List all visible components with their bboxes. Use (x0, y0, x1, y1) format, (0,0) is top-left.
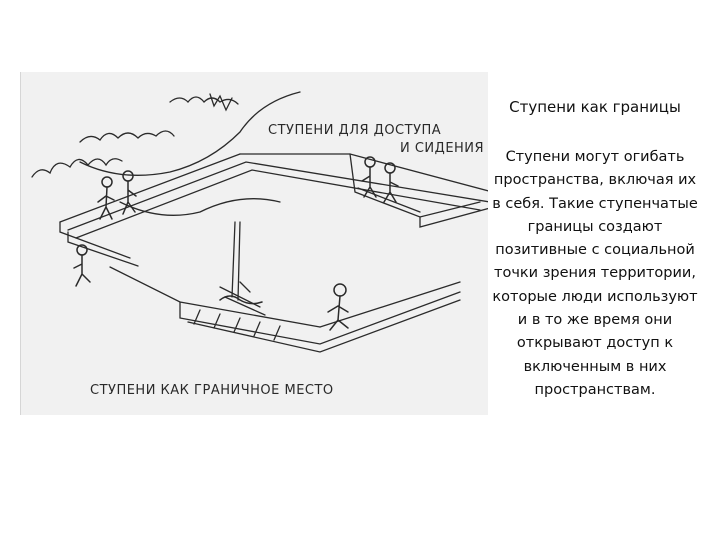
label-steps-access: СТУПЕНИ ДЛЯ ДОСТУПА (268, 123, 441, 138)
label-steps-seating: И СИДЕНИЯ (400, 141, 484, 156)
sketch-illustration: СТУПЕНИ ДЛЯ ДОСТУПА И СИДЕНИЯ СТУПЕНИ КА… (20, 72, 488, 415)
slide-title: Ступени как границы (490, 98, 700, 116)
label-steps-boundary: СТУПЕНИ КАК ГРАНИЧНОЕ МЕСТО (90, 383, 334, 398)
stairs-sketch-drawing: СТУПЕНИ ДЛЯ ДОСТУПА И СИДЕНИЯ СТУПЕНИ КА… (20, 72, 488, 415)
slide-body-text: Ступени могут огибать пространства, вклю… (490, 146, 700, 402)
